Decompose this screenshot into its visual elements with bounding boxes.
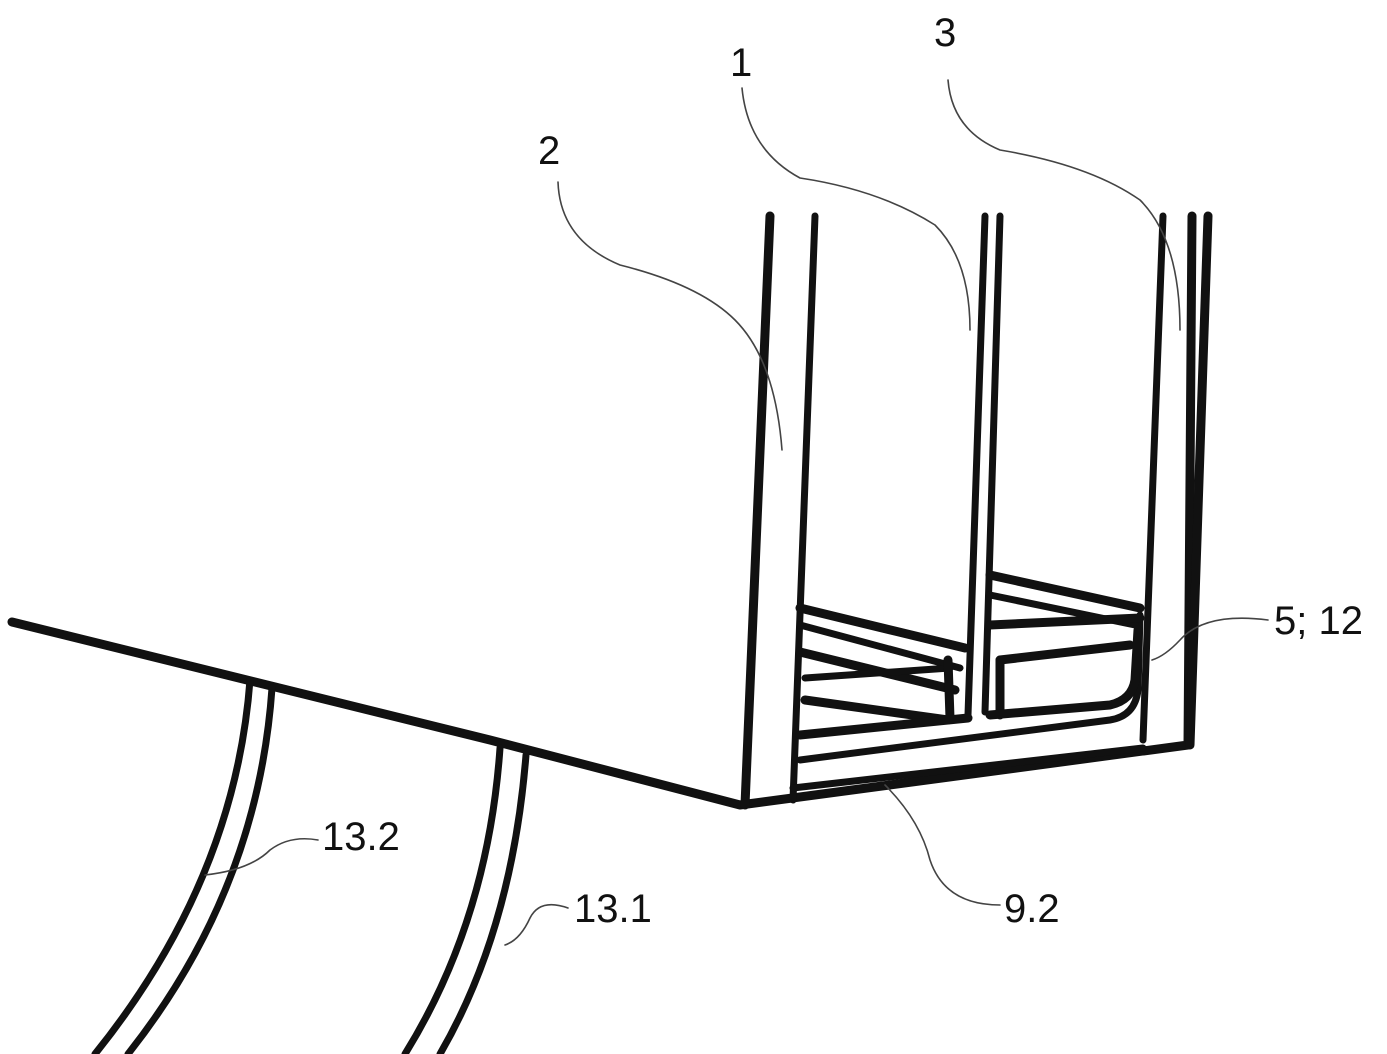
pipe-13-1 — [401, 744, 530, 1054]
label-9-2: 9.2 — [1004, 887, 1060, 931]
left-element-base — [795, 713, 973, 740]
bottom-plate — [789, 611, 1147, 792]
right-compartment-element — [985, 570, 1145, 720]
pipe-13-1-outer — [401, 744, 504, 1054]
right-element-line-3 — [985, 613, 1145, 630]
label-2: 2 — [538, 129, 560, 173]
wall-3-inner — [1139, 212, 1167, 744]
leader-13-2 — [204, 837, 319, 876]
label-3: 3 — [934, 11, 956, 55]
leader-1 — [741, 87, 971, 331]
leader-5-12 — [1151, 617, 1269, 661]
left-element-line-2 — [796, 621, 964, 672]
right-element-base — [985, 625, 1143, 720]
left-element-lower — [800, 695, 953, 725]
reference-labels: 2 1 3 5; 12 9.2 13.2 13.1 — [322, 11, 1363, 931]
wall-3-outer — [1185, 211, 1213, 750]
wall-3 — [1139, 211, 1213, 750]
bottom-tray-left-edge — [796, 611, 1144, 764]
pipe-13-2-inner — [124, 684, 276, 1054]
wall-2-outer — [740, 211, 775, 810]
body-edge — [7, 211, 1197, 810]
leader-9-2 — [884, 784, 1001, 906]
leader-3 — [947, 79, 1181, 331]
wall-1-right — [981, 212, 1004, 716]
label-5-12: 5; 12 — [1274, 599, 1363, 643]
label-13-1: 13.1 — [574, 887, 652, 931]
right-element-top — [985, 570, 1145, 613]
pipe-13-1-inner — [436, 751, 530, 1054]
right-element-inner — [995, 640, 1135, 665]
left-element-top — [795, 603, 970, 653]
leader-13-1 — [504, 903, 569, 946]
left-compartment-element — [795, 603, 973, 740]
pipe-13-2-outer — [91, 676, 254, 1054]
bottom-plate-upper — [789, 744, 1147, 792]
wall-1 — [964, 212, 1004, 719]
body-outline — [7, 211, 1197, 810]
left-element-side — [943, 655, 955, 723]
pipe-13-2 — [91, 676, 276, 1054]
wall-2-inner — [789, 212, 819, 804]
label-1: 1 — [730, 41, 752, 85]
left-element-cross — [801, 664, 954, 682]
label-13-2: 13.2 — [322, 815, 400, 859]
wall-1-left — [964, 212, 989, 719]
leader-lines — [204, 79, 1269, 946]
wall-2 — [740, 211, 819, 810]
leader-2 — [557, 181, 783, 451]
